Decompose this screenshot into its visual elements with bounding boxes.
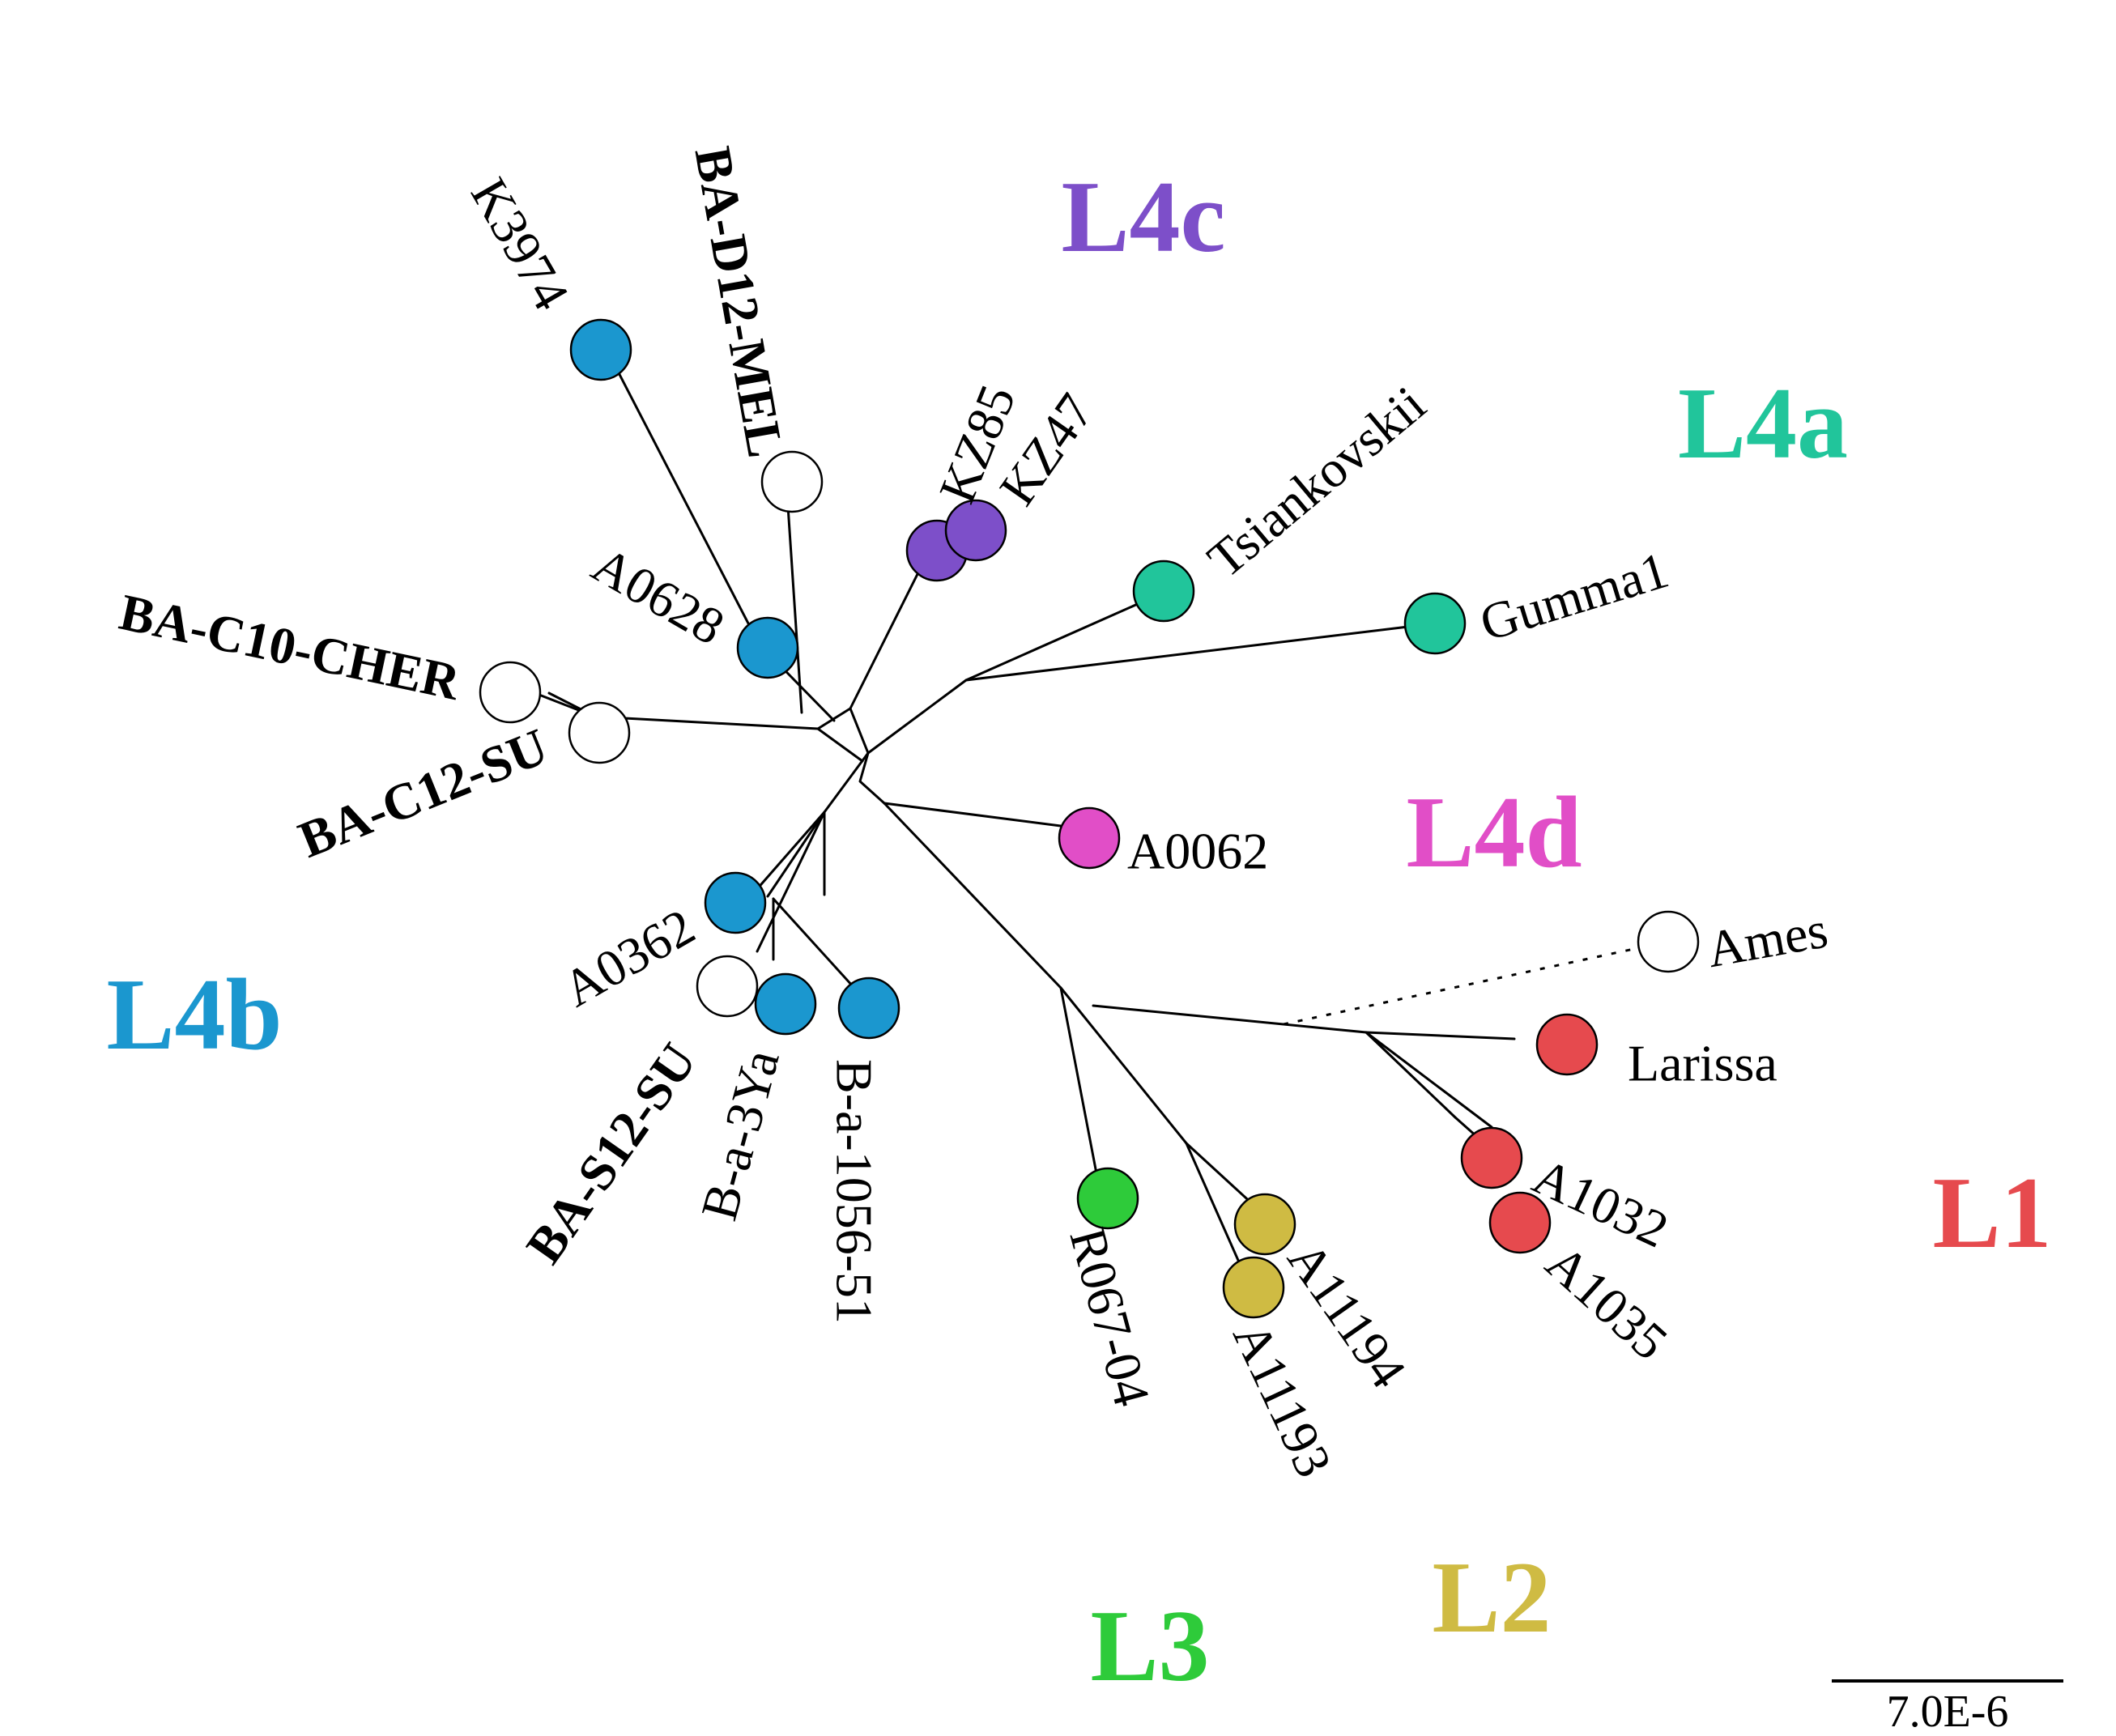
strain-label-b-a-1056-51: B-a-1056-51	[825, 1059, 883, 1324]
tree-branch-7	[599, 337, 760, 645]
tree-branches	[517, 337, 1661, 1273]
strain-node-b-a-3ya	[754, 972, 817, 1036]
scale-bar-label: 7.0E-6	[1887, 1687, 2009, 1736]
tree-branch-12	[964, 622, 1437, 682]
strain-node-a1032	[1460, 1126, 1523, 1189]
strain-label-b-a-3ya: B-a-3Ya	[690, 1044, 790, 1226]
tree-branch-22	[1365, 1031, 1493, 1129]
strain-node-ba-s12-su	[696, 955, 759, 1018]
strain-node-tsiankovskii	[1132, 560, 1195, 623]
strain-node-a11193	[1222, 1256, 1285, 1319]
strain-label-r067-04: R067-04	[1058, 1222, 1161, 1412]
strain-label-ba-c10-cher: BA-C10-CHER	[115, 583, 466, 711]
strain-label-a0062: A0062	[1127, 823, 1268, 880]
strain-node-larissa	[1535, 1013, 1599, 1076]
tree-branch-19	[1092, 1004, 1368, 1034]
strain-node-gumma1	[1403, 592, 1467, 655]
strain-label-ba-c12-su: BA-C12-SU	[291, 717, 556, 869]
tree-branch-20	[1365, 1031, 1516, 1040]
tree-branch-3	[594, 715, 820, 730]
lineage-label-l4d: L4d	[1406, 777, 1582, 889]
strain-node-a11194	[1233, 1193, 1296, 1256]
strain-label-k3974: K3974	[460, 168, 581, 319]
strain-node-ba-d12-mel	[760, 450, 824, 513]
tree-branch-18	[1185, 1142, 1245, 1273]
tree-branch-17	[1185, 1142, 1257, 1208]
tree-branch-25	[756, 811, 826, 953]
strain-node-ba-c10-cher	[479, 661, 542, 724]
tree-branch-1	[858, 751, 886, 805]
strain-node-a1035	[1488, 1191, 1552, 1254]
scale-bar: 7.0E-6	[1832, 1679, 2063, 1736]
strain-nodes	[479, 318, 1700, 1319]
strain-label-gumma1: Gumma1	[1474, 541, 1675, 653]
strain-label-ames: Ames	[1703, 900, 1832, 978]
strain-node-kz47	[944, 499, 1007, 562]
tree-branch-15	[1059, 986, 1101, 1192]
lineage-label-l4a: L4a	[1678, 368, 1848, 480]
tree-branch-11	[964, 595, 1156, 682]
lineage-label-l4b: L4b	[106, 959, 282, 1071]
tree-branch-29	[766, 811, 826, 898]
lineage-label-l1: L1	[1932, 1157, 2051, 1270]
strain-label-a1035: A1035	[1535, 1234, 1679, 1371]
strain-node-ba-c12-su	[568, 701, 631, 764]
lineage-label-l2: L2	[1432, 1542, 1551, 1654]
lineage-label-l4c: L4c	[1062, 161, 1226, 274]
tree-branch-16	[1059, 986, 1188, 1145]
strain-node-ames	[1637, 910, 1700, 973]
strain-node-a0362	[704, 871, 767, 934]
strain-label-ba-d12-mel: BA-D12-MEL	[683, 143, 794, 462]
strain-node-b-a-1056-51	[837, 976, 900, 1040]
tree-branch-9	[849, 553, 929, 710]
tree-branch-ames-dotted	[1283, 942, 1661, 1026]
strain-label-a11193: A11193	[1222, 1313, 1343, 1486]
strain-node-k3974	[569, 318, 632, 381]
tree-branch-10	[866, 679, 968, 755]
tree-branch-0	[816, 707, 870, 763]
strain-label-a1032: A1032	[1525, 1147, 1677, 1259]
lineage-label-l3: L3	[1090, 1590, 1209, 1703]
tree-branch-21	[1365, 1031, 1457, 1119]
strain-node-r067-04	[1076, 1167, 1139, 1230]
tree-branch-13	[883, 802, 1081, 830]
strain-label-larissa: Larissa	[1628, 1035, 1778, 1092]
tree-branch-2	[823, 751, 870, 814]
strain-label-tsiankovskii: Tsiankovskii	[1197, 375, 1437, 589]
strain-node-a0628	[736, 616, 799, 679]
strain-label-a0362: A0362	[553, 897, 704, 1018]
strain-label-ba-s12-su: BA-S12-SU	[515, 1033, 708, 1274]
strain-node-a0062	[1058, 806, 1121, 870]
tree-branch-14	[883, 802, 1062, 989]
